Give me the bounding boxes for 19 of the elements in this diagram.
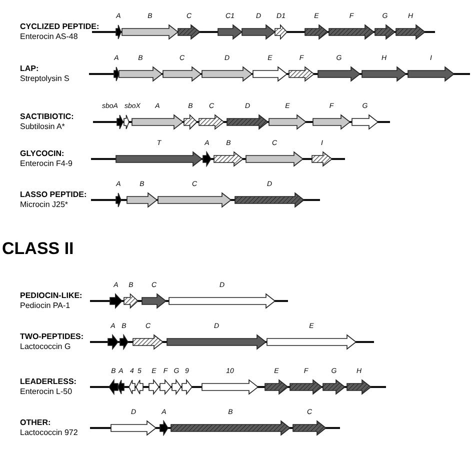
- cluster-class: OTHER:: [20, 418, 52, 428]
- cluster-class: SACTIBIOTIC:: [20, 112, 74, 122]
- class-heading: CLASS II: [2, 238, 74, 260]
- bacteriocin-name: Subtilosin A*: [20, 122, 66, 132]
- cluster-class: TWO-PEPTIDES:: [20, 332, 84, 342]
- cluster-class: CYCLIZED PEPTIDE:: [20, 22, 100, 32]
- bacteriocin-name: Pediocin PA-1: [20, 301, 72, 311]
- bacteriocin-name: Microcin J25*: [20, 200, 70, 210]
- bacteriocin-name: Lactococcin 972: [20, 428, 78, 438]
- cluster-class: GLYCOCIN:: [20, 149, 66, 159]
- bacteriocin-name: Streptolysin S: [20, 74, 70, 84]
- cluster-class: LASSO PEPTIDE:: [20, 190, 87, 200]
- bacteriocin-name: Enterocin AS-48: [20, 32, 79, 42]
- cluster-class: PEDIOCIN-LIKE:: [20, 291, 82, 301]
- cluster-class: LAP:: [20, 64, 40, 74]
- bacteriocin-name: Lactococcin G: [20, 342, 72, 352]
- bacteriocin-name: Enterocin L-50: [20, 387, 74, 397]
- bacteriocin-name: Enterocin F4-9: [20, 159, 72, 169]
- cluster-class: LEADERLESS:: [20, 377, 76, 387]
